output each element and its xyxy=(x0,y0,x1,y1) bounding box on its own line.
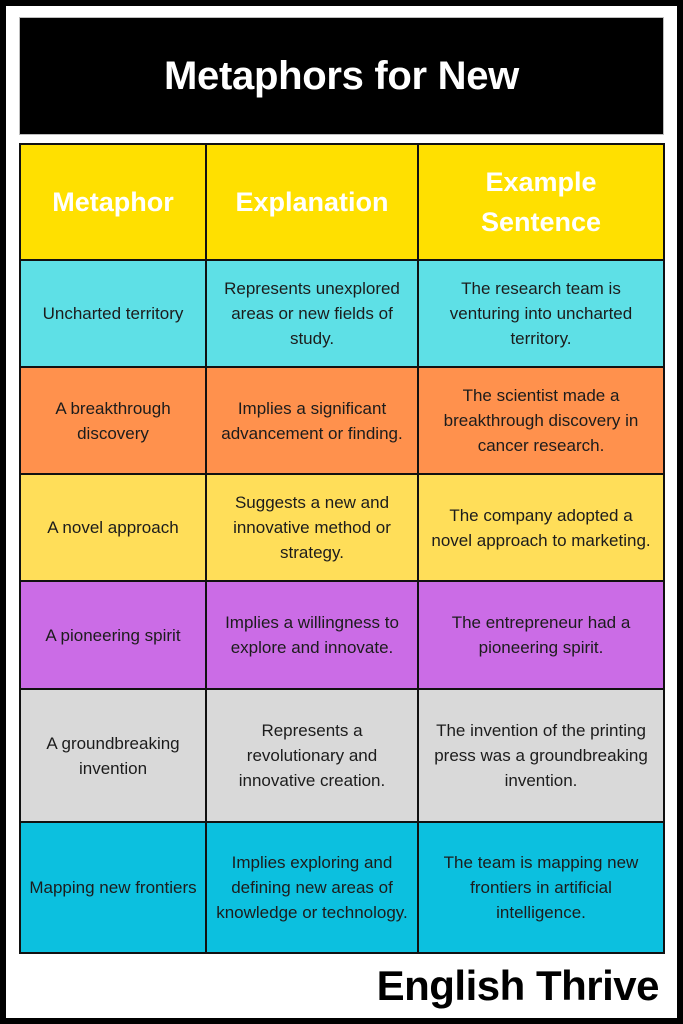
table-row: A groundbreaking invention Represents a … xyxy=(19,688,665,823)
table-header-row: Metaphor Explanation Example Sentence xyxy=(19,143,665,261)
cell-example: The invention of the printing press was … xyxy=(417,688,665,823)
cell-explanation: Implies a significant advancement or fin… xyxy=(205,366,419,475)
metaphor-table: Metaphor Explanation Example Sentence Un… xyxy=(19,143,665,954)
cell-explanation: Suggests a new and innovative method or … xyxy=(205,473,419,582)
cell-metaphor: A groundbreaking invention xyxy=(19,688,207,823)
table-row: A breakthrough discovery Implies a signi… xyxy=(19,366,665,475)
header-example-sentence: Example Sentence xyxy=(417,143,665,261)
table-row: A pioneering spirit Implies a willingnes… xyxy=(19,580,665,690)
cell-metaphor: A pioneering spirit xyxy=(19,580,207,690)
title-banner: Metaphors for New xyxy=(19,17,664,135)
cell-explanation: Represents unexplored areas or new field… xyxy=(205,259,419,368)
cell-example: The company adopted a novel approach to … xyxy=(417,473,665,582)
cell-metaphor: Uncharted territory xyxy=(19,259,207,368)
cell-explanation: Implies exploring and defining new areas… xyxy=(205,821,419,954)
cell-metaphor: Mapping new frontiers xyxy=(19,821,207,954)
cell-explanation: Implies a willingness to explore and inn… xyxy=(205,580,419,690)
table-row: Uncharted territory Represents unexplore… xyxy=(19,259,665,368)
table-row: Mapping new frontiers Implies exploring … xyxy=(19,821,665,954)
cell-explanation: Represents a revolutionary and innovativ… xyxy=(205,688,419,823)
page-title: Metaphors for New xyxy=(164,53,519,98)
cell-example: The research team is venturing into unch… xyxy=(417,259,665,368)
cell-example: The entrepreneur had a pioneering spirit… xyxy=(417,580,665,690)
header-metaphor: Metaphor xyxy=(19,143,207,261)
cell-example: The scientist made a breakthrough discov… xyxy=(417,366,665,475)
table-row: A novel approach Suggests a new and inno… xyxy=(19,473,665,582)
page-frame: Metaphors for New Metaphor Explanation E… xyxy=(6,6,677,1018)
brand-footer: English Thrive xyxy=(376,962,660,1009)
cell-metaphor: A novel approach xyxy=(19,473,207,582)
header-explanation: Explanation xyxy=(205,143,419,261)
cell-example: The team is mapping new frontiers in art… xyxy=(417,821,665,954)
cell-metaphor: A breakthrough discovery xyxy=(19,366,207,475)
